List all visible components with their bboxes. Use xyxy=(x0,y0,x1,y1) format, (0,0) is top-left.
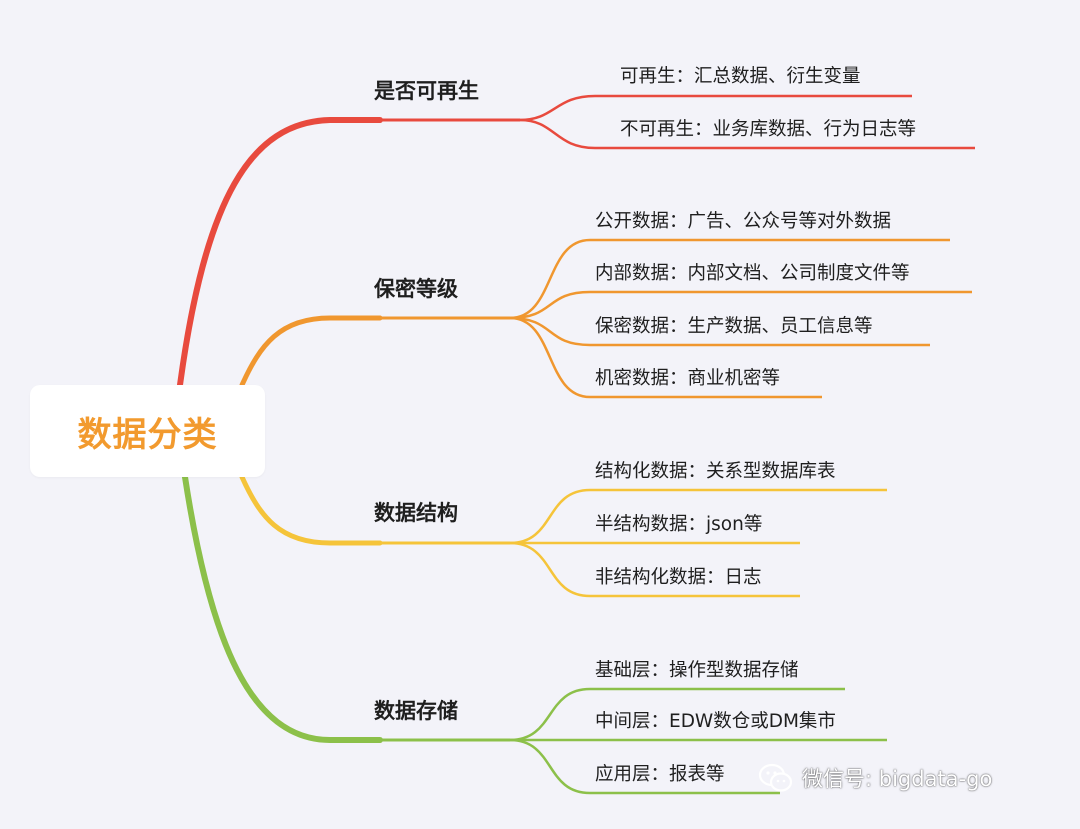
connector-branch-0 xyxy=(177,117,383,388)
branch-label-data-storage[interactable]: 数据存储 xyxy=(374,699,458,723)
wechat-icon xyxy=(758,763,793,792)
connector-branch-1 xyxy=(239,315,383,388)
connector-leaf xyxy=(509,316,930,347)
branch-label-data-structure[interactable]: 数据结构 xyxy=(374,501,458,525)
connector-leaf xyxy=(509,238,950,320)
leaf-internal-data[interactable]: 内部数据：内部文档、公司制度文件等 xyxy=(595,263,910,284)
branch-label-security-level[interactable]: 保密等级 xyxy=(374,277,458,301)
root-label: 数据分类 xyxy=(77,414,218,455)
connector-leaf xyxy=(509,290,972,320)
connector-leaf xyxy=(509,738,780,795)
connector-leaf xyxy=(509,316,822,399)
leaf-base-layer[interactable]: 基础层：操作型数据存储 xyxy=(595,660,799,681)
leaf-semi-structured-data[interactable]: 半结构数据：json等 xyxy=(595,514,763,535)
leaf-non-renewable[interactable]: 不可再生：业务库数据、行为日志等 xyxy=(620,119,917,140)
leaf-confidential-data[interactable]: 保密数据：生产数据、员工信息等 xyxy=(595,316,873,337)
connector-leaf xyxy=(519,118,975,150)
leaf-middle-layer[interactable]: 中间层：EDW数仓或DM集市 xyxy=(595,711,836,732)
leaf-unstructured-data[interactable]: 非结构化数据：日志 xyxy=(595,567,762,588)
root-node[interactable]: 数据分类 xyxy=(30,385,265,477)
watermark: 微信号: bigdata-go xyxy=(758,760,992,796)
connector-leaf xyxy=(519,94,912,122)
branch-label-renewability[interactable]: 是否可再生 xyxy=(374,79,479,103)
leaf-renewable[interactable]: 可再生：汇总数据、衍生变量 xyxy=(620,66,861,87)
connector-branch-2 xyxy=(239,474,383,546)
leaf-application-layer[interactable]: 应用层：报表等 xyxy=(595,764,725,785)
leaf-secret-data[interactable]: 机密数据：商业机密等 xyxy=(595,368,781,389)
connector-leaf xyxy=(509,687,845,742)
connector-leaf xyxy=(509,541,800,598)
leaf-public-data[interactable]: 公开数据：广告、公众号等对外数据 xyxy=(595,211,892,232)
leaf-structured-data[interactable]: 结构化数据：关系型数据库表 xyxy=(595,461,836,482)
watermark-text: 微信号: bigdata-go xyxy=(802,767,993,791)
connector-branch-3 xyxy=(182,474,383,743)
connector-leaf xyxy=(509,488,887,545)
